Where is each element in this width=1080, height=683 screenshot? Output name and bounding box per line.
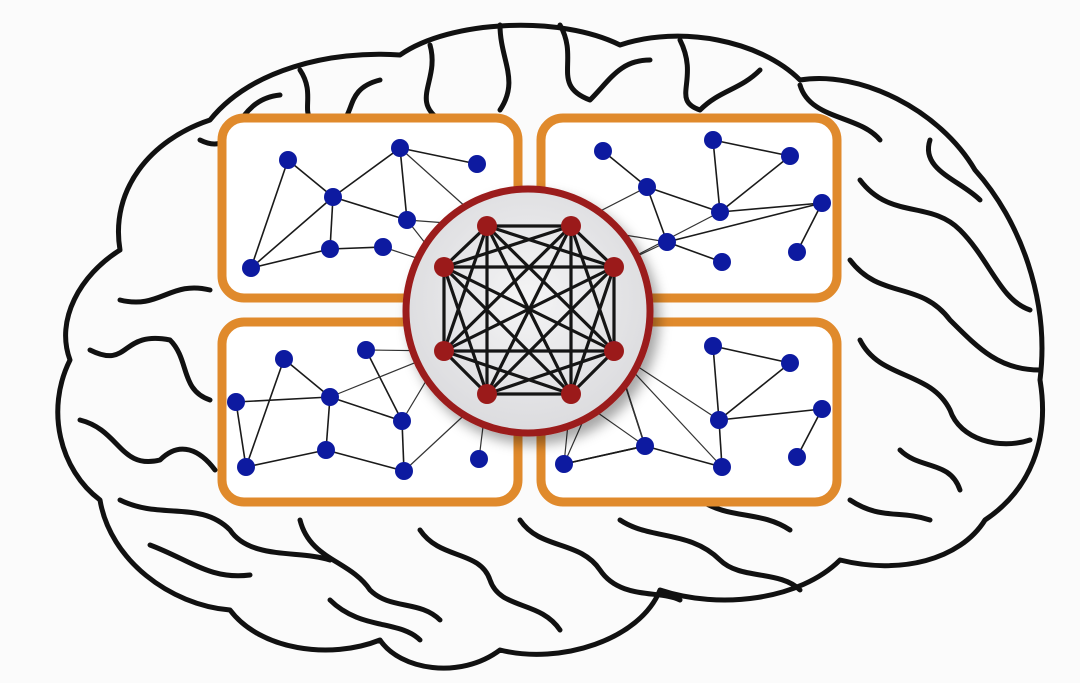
- hub-node: [434, 341, 454, 361]
- module-node: [704, 337, 722, 355]
- module-edge: [644, 445, 723, 468]
- module-node: [357, 341, 375, 359]
- module-edge: [250, 159, 289, 269]
- module-node: [374, 238, 392, 256]
- module-node: [704, 131, 722, 149]
- module-edge: [666, 241, 723, 263]
- module-edge: [718, 408, 823, 421]
- module-node: [321, 240, 339, 258]
- module-edge: [796, 202, 823, 253]
- hub-edge: [569, 266, 616, 395]
- module-node: [275, 350, 293, 368]
- hub-edge: [443, 265, 615, 353]
- hub-node: [434, 257, 454, 277]
- module-node: [658, 233, 676, 251]
- module-edge: [365, 349, 403, 422]
- module-node: [710, 411, 728, 429]
- module-node: [713, 458, 731, 476]
- hub-node: [561, 216, 581, 236]
- module-node: [391, 139, 409, 157]
- module-node: [781, 354, 799, 372]
- module-edge: [563, 445, 646, 465]
- module-edge: [646, 186, 721, 213]
- module-node: [317, 441, 335, 459]
- module-edge: [329, 396, 403, 422]
- module-node: [279, 151, 297, 169]
- module-node: [321, 388, 339, 406]
- module-edge: [712, 139, 791, 157]
- module-node: [788, 243, 806, 261]
- module-node: [555, 455, 573, 473]
- module-edge: [235, 396, 331, 403]
- module-node: [594, 142, 612, 160]
- module-edge: [399, 147, 478, 165]
- hub-node: [477, 384, 497, 404]
- module-edge: [718, 362, 791, 421]
- module-node: [237, 458, 255, 476]
- module-edge: [712, 345, 720, 421]
- hub-node: [604, 341, 624, 361]
- module-node: [393, 412, 411, 430]
- hub-node: [477, 216, 497, 236]
- hub-edge: [442, 349, 489, 396]
- module-edge: [332, 147, 401, 198]
- module-node: [713, 253, 731, 271]
- module-node: [638, 178, 656, 196]
- module-edge: [666, 202, 823, 243]
- module-node: [711, 203, 729, 221]
- module-edge: [245, 449, 327, 468]
- module-edge: [287, 159, 334, 198]
- module-edge: [250, 196, 334, 269]
- module-edge: [399, 147, 408, 221]
- hub-edge: [442, 265, 573, 396]
- module-edge: [712, 139, 721, 213]
- hub-edge: [443, 224, 572, 269]
- module-node: [788, 448, 806, 466]
- brain-outline-icon: [55, 22, 1046, 671]
- module-node: [227, 393, 245, 411]
- module-node: [242, 259, 260, 277]
- module-node: [395, 462, 413, 480]
- module-node: [324, 188, 342, 206]
- module-edge: [325, 449, 405, 472]
- module-node: [813, 400, 831, 418]
- module-node: [781, 147, 799, 165]
- module-edge: [235, 401, 247, 468]
- hub-edge: [569, 349, 616, 396]
- hub-node: [604, 257, 624, 277]
- module-edge: [332, 196, 408, 221]
- module-node: [398, 211, 416, 229]
- module-edge: [796, 408, 823, 458]
- module-edge: [250, 248, 331, 269]
- module-edge: [712, 345, 791, 364]
- module-edge: [719, 202, 823, 213]
- module-edge: [646, 186, 668, 243]
- hub-edge: [443, 349, 572, 396]
- hub-edge: [442, 266, 489, 395]
- module-node: [470, 450, 488, 468]
- module-node: [636, 437, 654, 455]
- module-node: [468, 155, 486, 173]
- module-edge: [719, 155, 791, 213]
- hub-node: [561, 384, 581, 404]
- module-edge: [245, 358, 285, 468]
- module-edge: [602, 150, 648, 188]
- module-node: [813, 194, 831, 212]
- module-edge: [283, 358, 331, 398]
